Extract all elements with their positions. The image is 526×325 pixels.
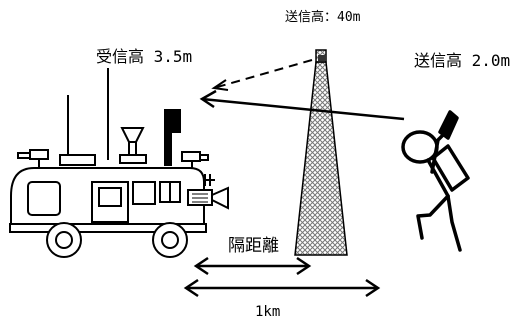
signal-paths [199,59,405,121]
handheld-signal-path [201,97,405,121]
lattice-tower-icon [294,49,348,256]
handheld-radio-icon [438,110,459,140]
tower-antenna-head [318,55,326,61]
horn-antenna-base [119,154,147,164]
tower-lattice [294,61,348,256]
person-leg-front [416,194,450,240]
separation-distance-label: 隔距離 [228,236,279,256]
range-distance-label: 1km [255,304,281,320]
side-horn-antenna-icon [211,186,229,210]
panel-antenna-icon [164,109,181,166]
van-bumper [9,223,207,233]
receiver-height-label: 受信高 3.5m [96,47,193,66]
horn-antenna-icon [120,127,145,143]
camera-left-lens [17,152,31,159]
van-roof-box [59,154,96,166]
person-leg-back [446,194,462,252]
measurement-van-icon [9,68,229,258]
van-hub-front [55,231,73,249]
camera-right-lens [199,154,209,161]
handheld-signal-arrowhead [199,89,217,109]
handheld-height-label: 送信高 2.0m [414,51,511,70]
person-torso [426,158,450,198]
tower-signal-arrowhead [211,79,229,91]
van-hub-rear [161,231,179,249]
tower-height-label: 送信高：40m [285,10,361,25]
horn-antenna-stem [128,141,137,156]
camera-left-icon [29,149,49,160]
van-door-window [98,187,122,207]
person-backpack [431,144,470,192]
van-window-front [27,181,61,216]
person-with-radio-icon [401,110,470,252]
distance-arrows [183,256,381,298]
van-window-side [132,181,156,205]
camera-right-icon [181,151,201,162]
tower-signal-path [213,59,313,89]
